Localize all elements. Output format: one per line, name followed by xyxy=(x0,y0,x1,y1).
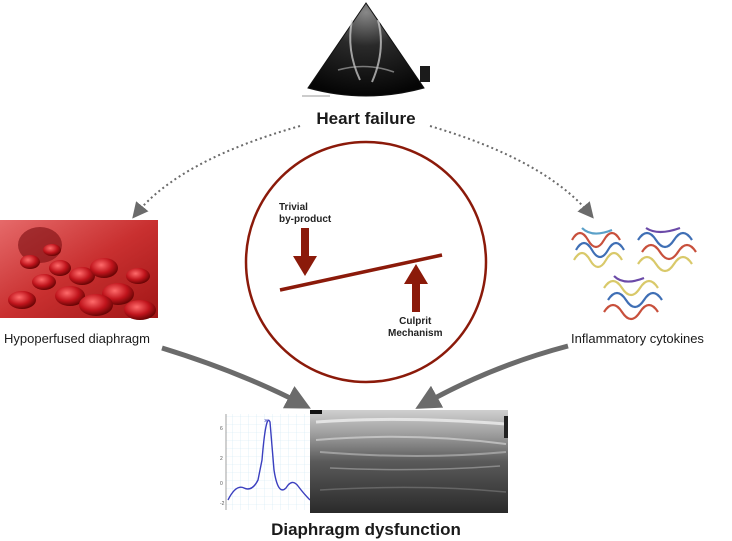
diaphragm-ultrasound-image xyxy=(310,410,508,513)
svg-text:6: 6 xyxy=(220,426,223,432)
inflammatory-cytokines-label: Inflammatory cytokines xyxy=(571,331,704,346)
down-arrow-icon xyxy=(293,228,317,276)
arrow-right-to-bottom xyxy=(415,343,569,409)
svg-text:2: 2 xyxy=(220,456,223,462)
cytokine-protein-structure-image xyxy=(571,226,697,321)
svg-text:×: × xyxy=(264,418,268,425)
echocardiogram-image xyxy=(296,0,436,100)
trivial-line2: by-product xyxy=(279,214,332,225)
red-blood-cells-image xyxy=(0,220,158,320)
culprit-line2: Mechanism xyxy=(388,328,443,339)
svg-text:-2: -2 xyxy=(220,501,225,507)
connector-heart-to-left xyxy=(132,125,301,219)
balance-diagram xyxy=(244,140,488,384)
connector-heart-to-right xyxy=(429,125,594,219)
diaphragm-dysfunction-title: Diaphragm dysfunction xyxy=(271,520,461,539)
up-arrow-icon xyxy=(404,264,428,312)
culprit-line1: Culprit xyxy=(399,316,432,327)
arrow-left-to-bottom xyxy=(161,345,311,409)
heart-failure-title: Heart failure xyxy=(316,109,416,128)
culprit-mechanism-label: Culprit Mechanism xyxy=(388,316,442,340)
trivial-by-product-label: Trivial by-product xyxy=(279,202,331,226)
svg-text:0: 0 xyxy=(220,481,223,487)
trivial-line1: Trivial xyxy=(279,202,308,213)
emg-signal-trace: × 6 2 0 -2 xyxy=(218,412,311,512)
hypoperfused-diaphragm-label: Hypoperfused diaphragm xyxy=(4,331,150,346)
